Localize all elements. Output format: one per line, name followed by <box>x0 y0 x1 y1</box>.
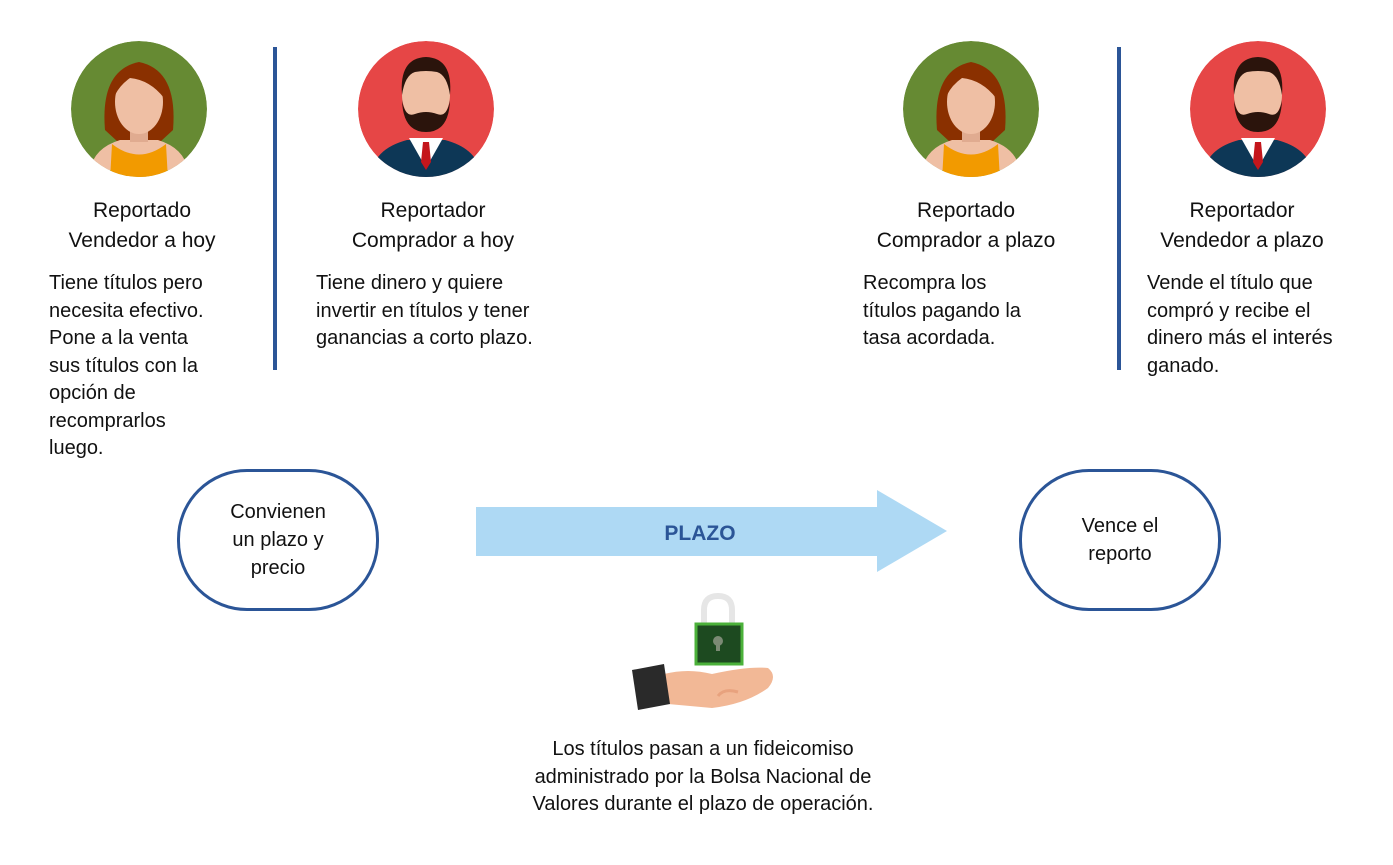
role-name: Reportado <box>92 199 192 222</box>
woman-avatar-icon <box>902 40 1040 178</box>
role-description: Recompra los títulos pagando la tasa aco… <box>863 272 1021 349</box>
start-oval: Convienen un plazo y precio <box>177 469 379 611</box>
end-oval: Vence el reporto <box>1019 469 1221 611</box>
role-name: Reportado <box>916 199 1016 222</box>
role-description: Tiene títulos pero necesita efectivo. Po… <box>49 272 204 459</box>
role-name: Reportador <box>380 199 486 222</box>
arrow-label: PLAZO <box>664 522 736 545</box>
divider <box>273 47 277 370</box>
man-avatar-icon <box>357 40 495 178</box>
role-subtitle: Comprador a hoy <box>351 229 515 252</box>
hand-lock-icon <box>632 592 773 710</box>
role-subtitle: Comprador a plazo <box>876 229 1056 252</box>
role-subtitle: Vendedor a plazo <box>1160 229 1324 252</box>
role-description: Tiene dinero y quiere invertir en título… <box>316 272 533 349</box>
woman-avatar-icon <box>70 40 208 178</box>
trust-description: Los títulos pasan a un fideicomiso admin… <box>532 738 874 815</box>
role-subtitle: Vendedor a hoy <box>68 229 216 252</box>
man-avatar-icon <box>1189 40 1327 178</box>
plazo-arrow <box>476 490 947 572</box>
role-name: Reportador <box>1189 199 1295 222</box>
divider <box>1117 47 1121 370</box>
role-description: Vende el título que compró y recibe el d… <box>1147 272 1333 377</box>
